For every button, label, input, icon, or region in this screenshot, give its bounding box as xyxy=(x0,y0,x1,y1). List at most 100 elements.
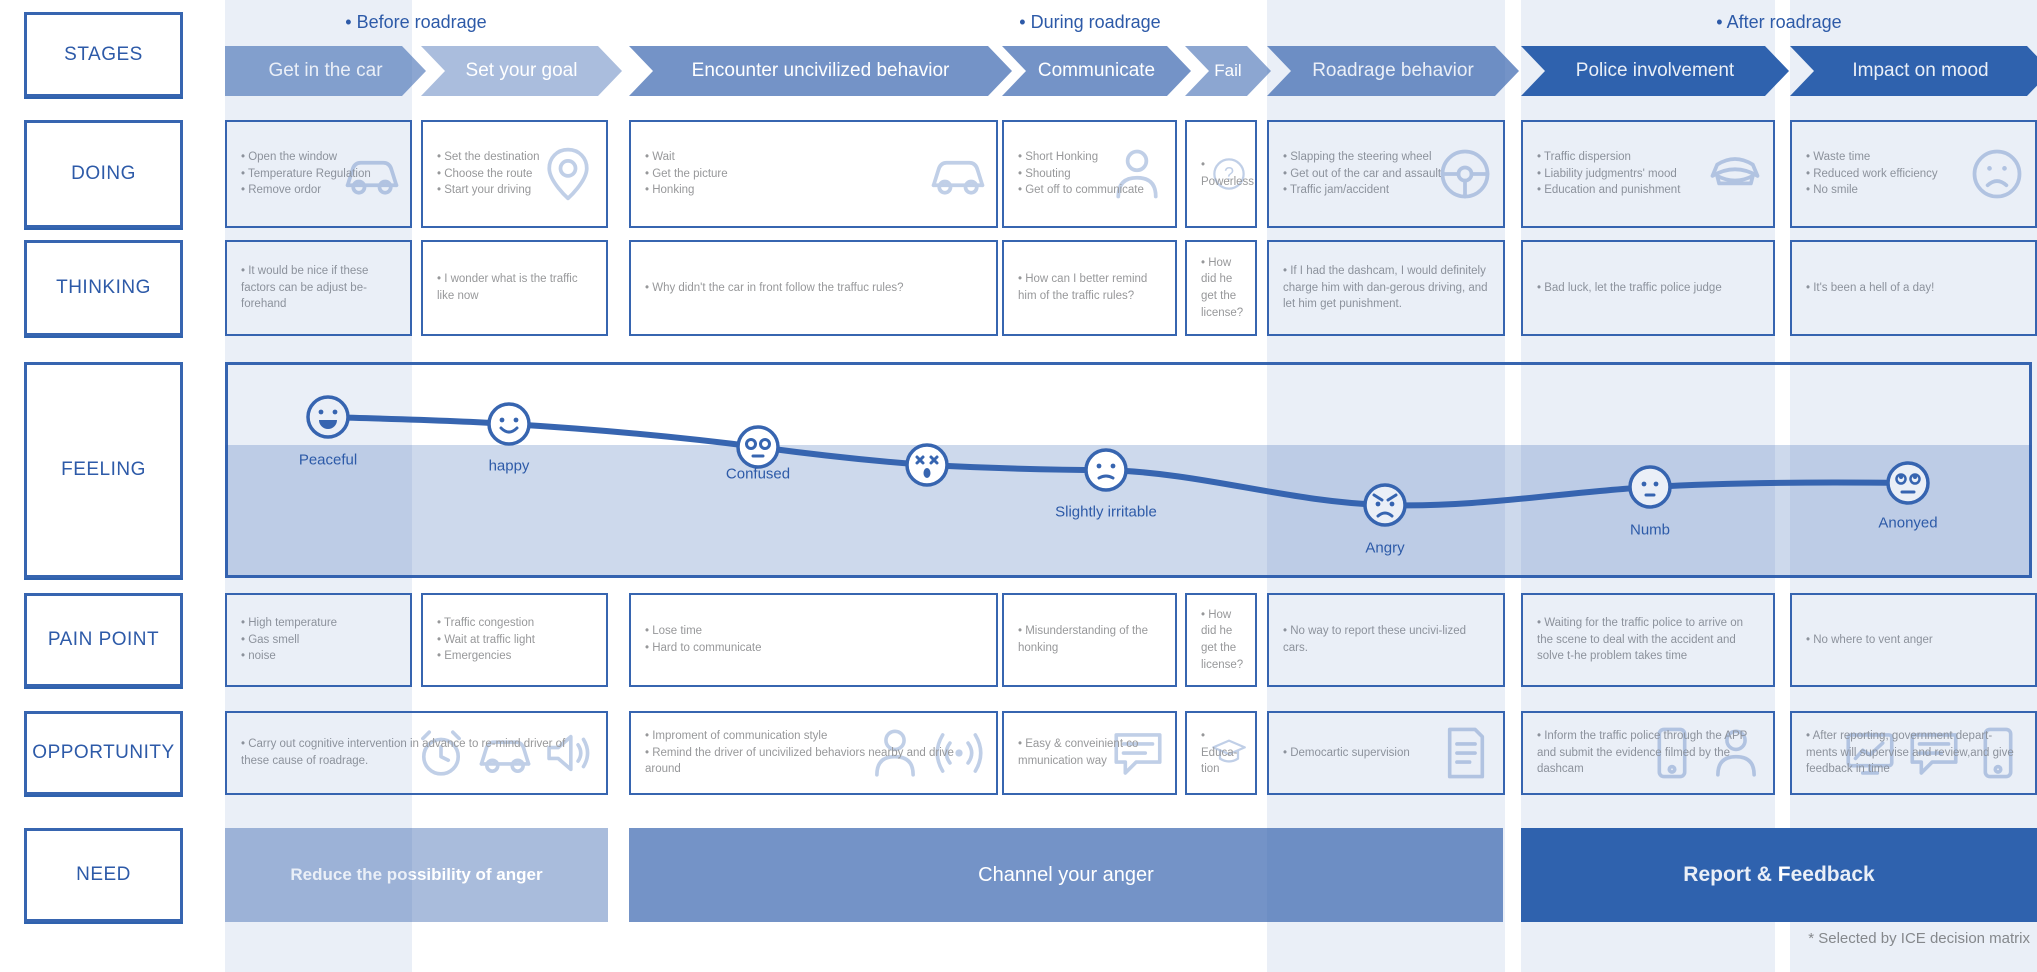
feeling-label-confused: Confused xyxy=(725,465,791,483)
row-label-thinking: THINKING xyxy=(24,240,183,336)
cell-text: • No where to vent anger xyxy=(1806,632,1933,649)
bullet-item: • Get the picture xyxy=(645,167,728,180)
stage-arrow-label: Fail xyxy=(1214,61,1242,80)
stage-arrow-label: Encounter uncivilized behavior xyxy=(691,60,950,81)
emoji-angry xyxy=(1363,483,1407,527)
thinking-cell-c6: • If I had the dashcam, I would definite… xyxy=(1267,240,1505,336)
feeling-curve-panel xyxy=(225,362,2032,578)
thinking-cell-c8: • It's been a hell of a day! xyxy=(1790,240,2037,336)
cell-icon-group xyxy=(928,144,988,204)
thinking-cell-c3: • Why didn't the car in front follow the… xyxy=(629,240,998,336)
bullet-item: • Lose time xyxy=(645,625,703,638)
cell-icon-group xyxy=(1705,144,1765,204)
cell-text: • Wait• Get the picture• Honking xyxy=(645,149,728,199)
need-bar-label: Reduce the possibility of anger xyxy=(290,865,543,884)
report-icon xyxy=(1846,733,1894,775)
thinking-cell-c4: • How can I better remind him of the tra… xyxy=(1002,240,1177,336)
document-icon xyxy=(1447,727,1485,779)
row-label-pain-point: PAIN POINT xyxy=(24,593,183,687)
bullet-item: • Educa-tion xyxy=(1201,729,1238,776)
emoji-dizzy xyxy=(905,443,949,487)
bullet-item: • It would be nice if these factors can … xyxy=(241,264,369,311)
pain-cell-c8: • No where to vent anger xyxy=(1790,593,2037,687)
cell-icon-group xyxy=(866,724,988,782)
bullet-item: • Waste time xyxy=(1806,150,1871,163)
phase-before-roadrage: • Before roadrage xyxy=(345,11,487,32)
emoji-annoyed xyxy=(1886,461,1930,505)
phone-icon xyxy=(1983,727,2013,779)
bullet-item: • Set the destination xyxy=(437,150,540,163)
bullet-item: • Wait at traffic light xyxy=(437,633,535,646)
bullet-item: • Misunderstanding of the honking xyxy=(1018,625,1148,654)
cell-text: • Open the window• Temperature Regulatio… xyxy=(241,149,371,199)
cell-text: • Waste time• Reduced work efficiency• N… xyxy=(1806,149,1938,199)
bullet-item: • Honking xyxy=(645,184,695,197)
bullet-item: • Easy & conveinient co mmunication way xyxy=(1018,738,1139,767)
emoji-slightly xyxy=(1084,448,1128,492)
opp-cell-c3: • Improment of communication style• Remi… xyxy=(629,711,998,795)
cell-text: • Why didn't the car in front follow the… xyxy=(645,280,904,297)
feeling-label-angry: Angry xyxy=(1365,539,1405,557)
police-cap-icon xyxy=(1710,157,1760,186)
cell-icon-group xyxy=(1211,735,1247,771)
bullet-item: • Reduced work efficiency xyxy=(1806,167,1938,180)
opp-cell-c12: • Carry out cognitive intervention in ad… xyxy=(225,711,608,795)
bullet-item: • noise xyxy=(241,650,276,663)
row-label-feeling: FEELING xyxy=(24,362,183,578)
cell-icon-group xyxy=(1967,144,2027,204)
opp-cell-c6: • Democartic supervision xyxy=(1267,711,1505,795)
cell-icon-group xyxy=(538,144,598,204)
stage-arrow-communicate: Communicate xyxy=(1002,46,1191,96)
bullet-item: • How can I better remind him of the tra… xyxy=(1018,273,1148,302)
bullet-item: • Traffic congestion xyxy=(437,616,535,629)
bullet-item: • Bad luck, let the traffic police judge xyxy=(1537,281,1722,294)
alarm-icon xyxy=(421,730,461,776)
need-bar-c3to6: Channel your anger xyxy=(629,828,1503,922)
stage-arrow-label: Communicate xyxy=(1037,60,1156,81)
bullet-item: • Emergencies xyxy=(437,650,512,663)
cell-icon-group: ? xyxy=(1211,156,1247,192)
bullet-item: • I wonder what is the traffic like now xyxy=(437,273,578,302)
bullet-item: • Traffic dispersion xyxy=(1537,150,1631,163)
thinking-cell-c7: • Bad luck, let the traffic police judge xyxy=(1521,240,1775,336)
stage-arrow-label: Get in the car xyxy=(268,60,383,81)
footnote: * Selected by ICE decision matrix xyxy=(1808,930,2030,947)
cell-text: • Bad luck, let the traffic police judge xyxy=(1537,280,1722,297)
cell-text: • Waiting for the traffic police to arri… xyxy=(1537,615,1759,665)
doing-cell-c5: ?• Powerless xyxy=(1185,120,1257,228)
map-pin-icon xyxy=(547,147,589,201)
bullet-item: • Traffic jam/accident xyxy=(1283,184,1390,197)
thinking-cell-c2: • I wonder what is the traffic like now xyxy=(421,240,608,336)
bullet-item: • Choose the route xyxy=(437,167,533,180)
speaker-icon xyxy=(547,734,590,772)
need-bar-label: Channel your anger xyxy=(978,863,1154,886)
cell-text: • If I had the dashcam, I would definite… xyxy=(1283,263,1489,313)
feeling-label-anonyed: Anonyed xyxy=(1878,514,1938,532)
stage-arrow-encounter-uncivilized-behavior: Encounter uncivilized behavior xyxy=(629,46,1012,96)
svg-text:?: ? xyxy=(1224,164,1234,184)
pain-cell-c2: • Traffic congestion • Wait at traffic li… xyxy=(421,593,608,687)
stage-arrow-set-your-goal: Set your goal xyxy=(421,46,622,96)
stage-arrow-label: Impact on mood xyxy=(1852,60,1989,81)
stage-arrow-label: Roadrage behavior xyxy=(1312,60,1474,81)
bullet-item: • Temperature Regulation xyxy=(241,167,371,180)
cell-text: • Powerless xyxy=(1201,157,1254,190)
opp-cell-c7: • Inform the traffic police through the … xyxy=(1521,711,1775,795)
doing-cell-c7: • Traffic dispersion• Liability judgment… xyxy=(1521,120,1775,228)
opp-cell-c5: • Educa-tion xyxy=(1185,711,1257,795)
emoji-confused xyxy=(736,425,780,469)
emoji-peaceful xyxy=(306,395,350,439)
bullet-item: • Inform the traffic police through the … xyxy=(1537,729,1748,776)
cell-text: • I wonder what is the traffic like now xyxy=(437,271,592,304)
bullet-item: • Short Honking xyxy=(1018,150,1099,163)
feeling-label-numb: Numb xyxy=(1629,521,1671,539)
bullet-item: • It's been a hell of a day! xyxy=(1806,281,1935,294)
pain-cell-c7: • Waiting for the traffic police to arri… xyxy=(1521,593,1775,687)
cell-text: • Democartic supervision xyxy=(1283,745,1410,762)
cell-text: • Lose time• Hard to communicate xyxy=(645,623,762,656)
cell-text: • Carry out cognitive intervention in ad… xyxy=(241,736,592,769)
steering-wheel-icon xyxy=(1440,149,1490,199)
feeling-low-band xyxy=(225,445,2032,578)
bullet-item: • Get off to communicate xyxy=(1018,184,1144,197)
emoji-happy xyxy=(487,402,531,446)
